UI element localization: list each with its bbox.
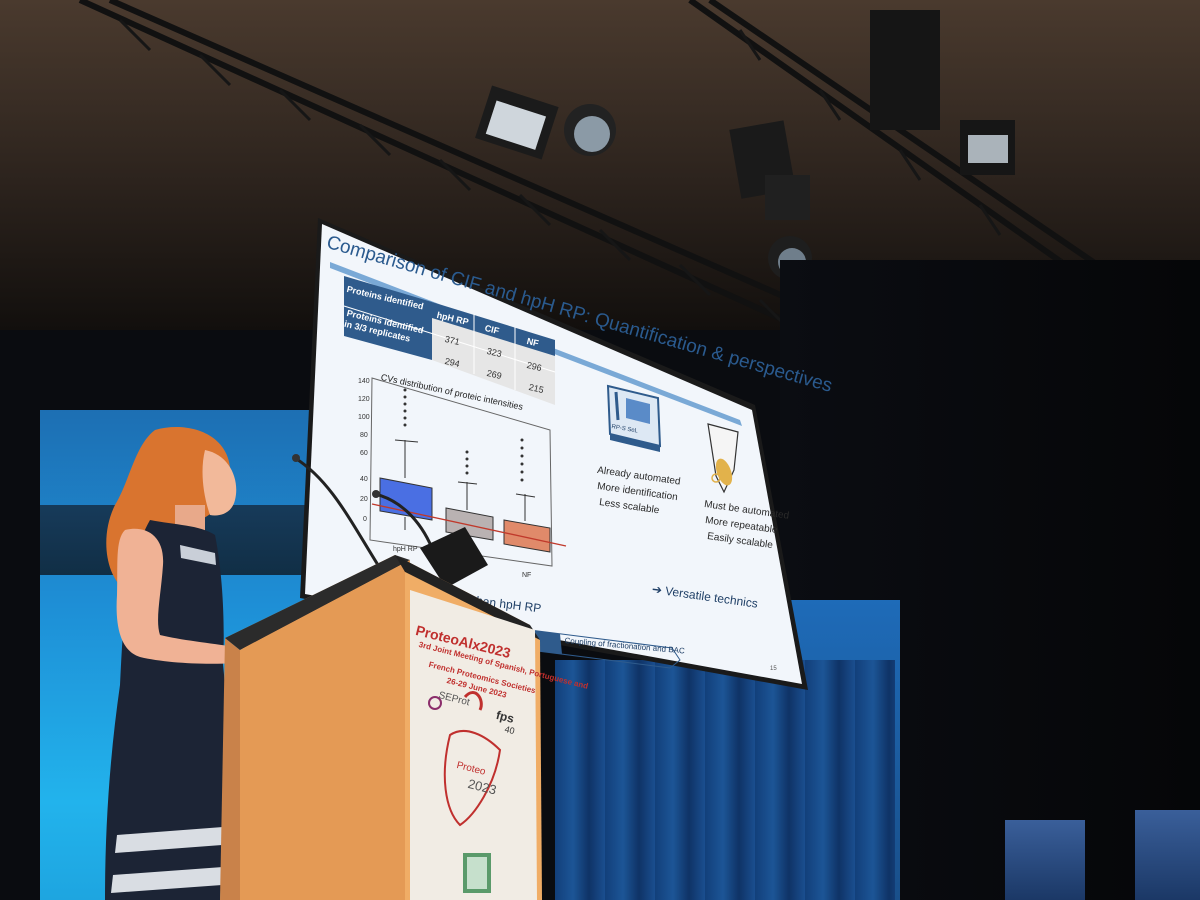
y-tick: 40 (360, 476, 368, 483)
y-tick: 60 (360, 450, 368, 457)
blue-curtain (555, 660, 895, 900)
chair (1135, 810, 1200, 900)
y-tick: 140 (358, 378, 370, 385)
x-tick: NF (522, 572, 532, 579)
y-tick: 120 (358, 396, 370, 403)
y-tick: 0 (363, 516, 367, 523)
y-tick: 80 (360, 432, 368, 439)
presenter (105, 427, 237, 900)
y-tick: 20 (360, 496, 368, 503)
event-poster (410, 590, 537, 900)
slide-page-number: 15 (770, 666, 777, 672)
y-tick: 100 (358, 414, 370, 421)
x-tick: hpH RP (393, 546, 418, 553)
chair (1005, 820, 1085, 900)
